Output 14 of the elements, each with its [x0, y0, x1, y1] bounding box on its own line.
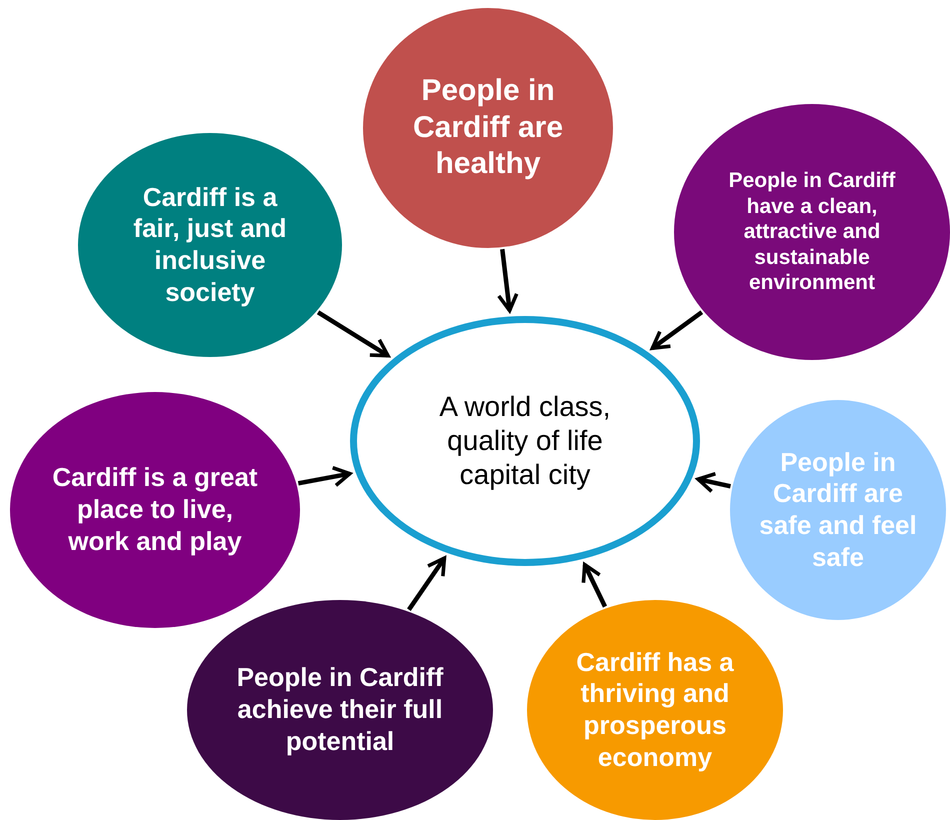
arrow: [316, 310, 390, 358]
arrow: [696, 472, 731, 494]
goal-text: Cardiff has a thriving and prosperous economy: [575, 646, 735, 774]
arrow: [582, 562, 608, 608]
goal-text: Cardiff is a great place to live, work and play: [51, 462, 259, 558]
arrow: [650, 310, 704, 350]
goal-text: People in Cardiff are safe and feel safe: [758, 446, 918, 574]
arrow: [497, 248, 518, 312]
goal-text: People in Cardiff have a clean, attractive and sustainable environment: [728, 168, 896, 296]
arrow: [298, 466, 352, 488]
goal-text: People in Cardiff achieve their full potential: [236, 662, 444, 758]
goal-text: Cardiff is a fair, just and inclusive society: [132, 182, 288, 308]
goal-text: People in Cardiff are healthy: [412, 73, 564, 182]
vision-text: A world class, quality of life capital city: [438, 390, 612, 492]
